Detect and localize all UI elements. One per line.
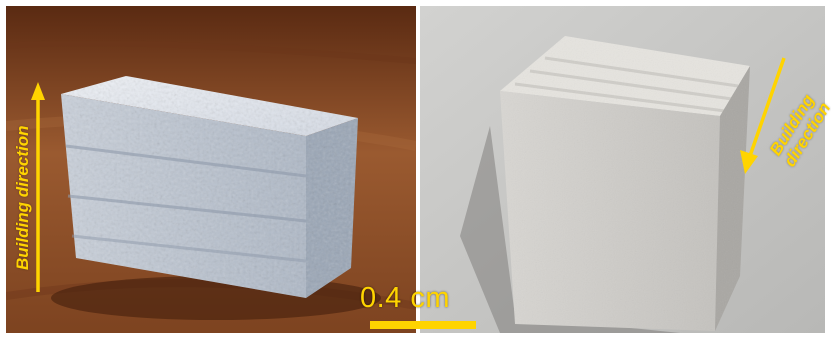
right-photo [420,6,825,333]
building-direction-label-left: Building direction [13,125,32,271]
scale-bar-label: 0.4 cm [360,282,451,314]
scale-bar [370,321,476,329]
diagonal-arrow-icon [740,57,786,174]
left-photo [6,6,416,333]
up-arrow-icon [31,82,45,292]
